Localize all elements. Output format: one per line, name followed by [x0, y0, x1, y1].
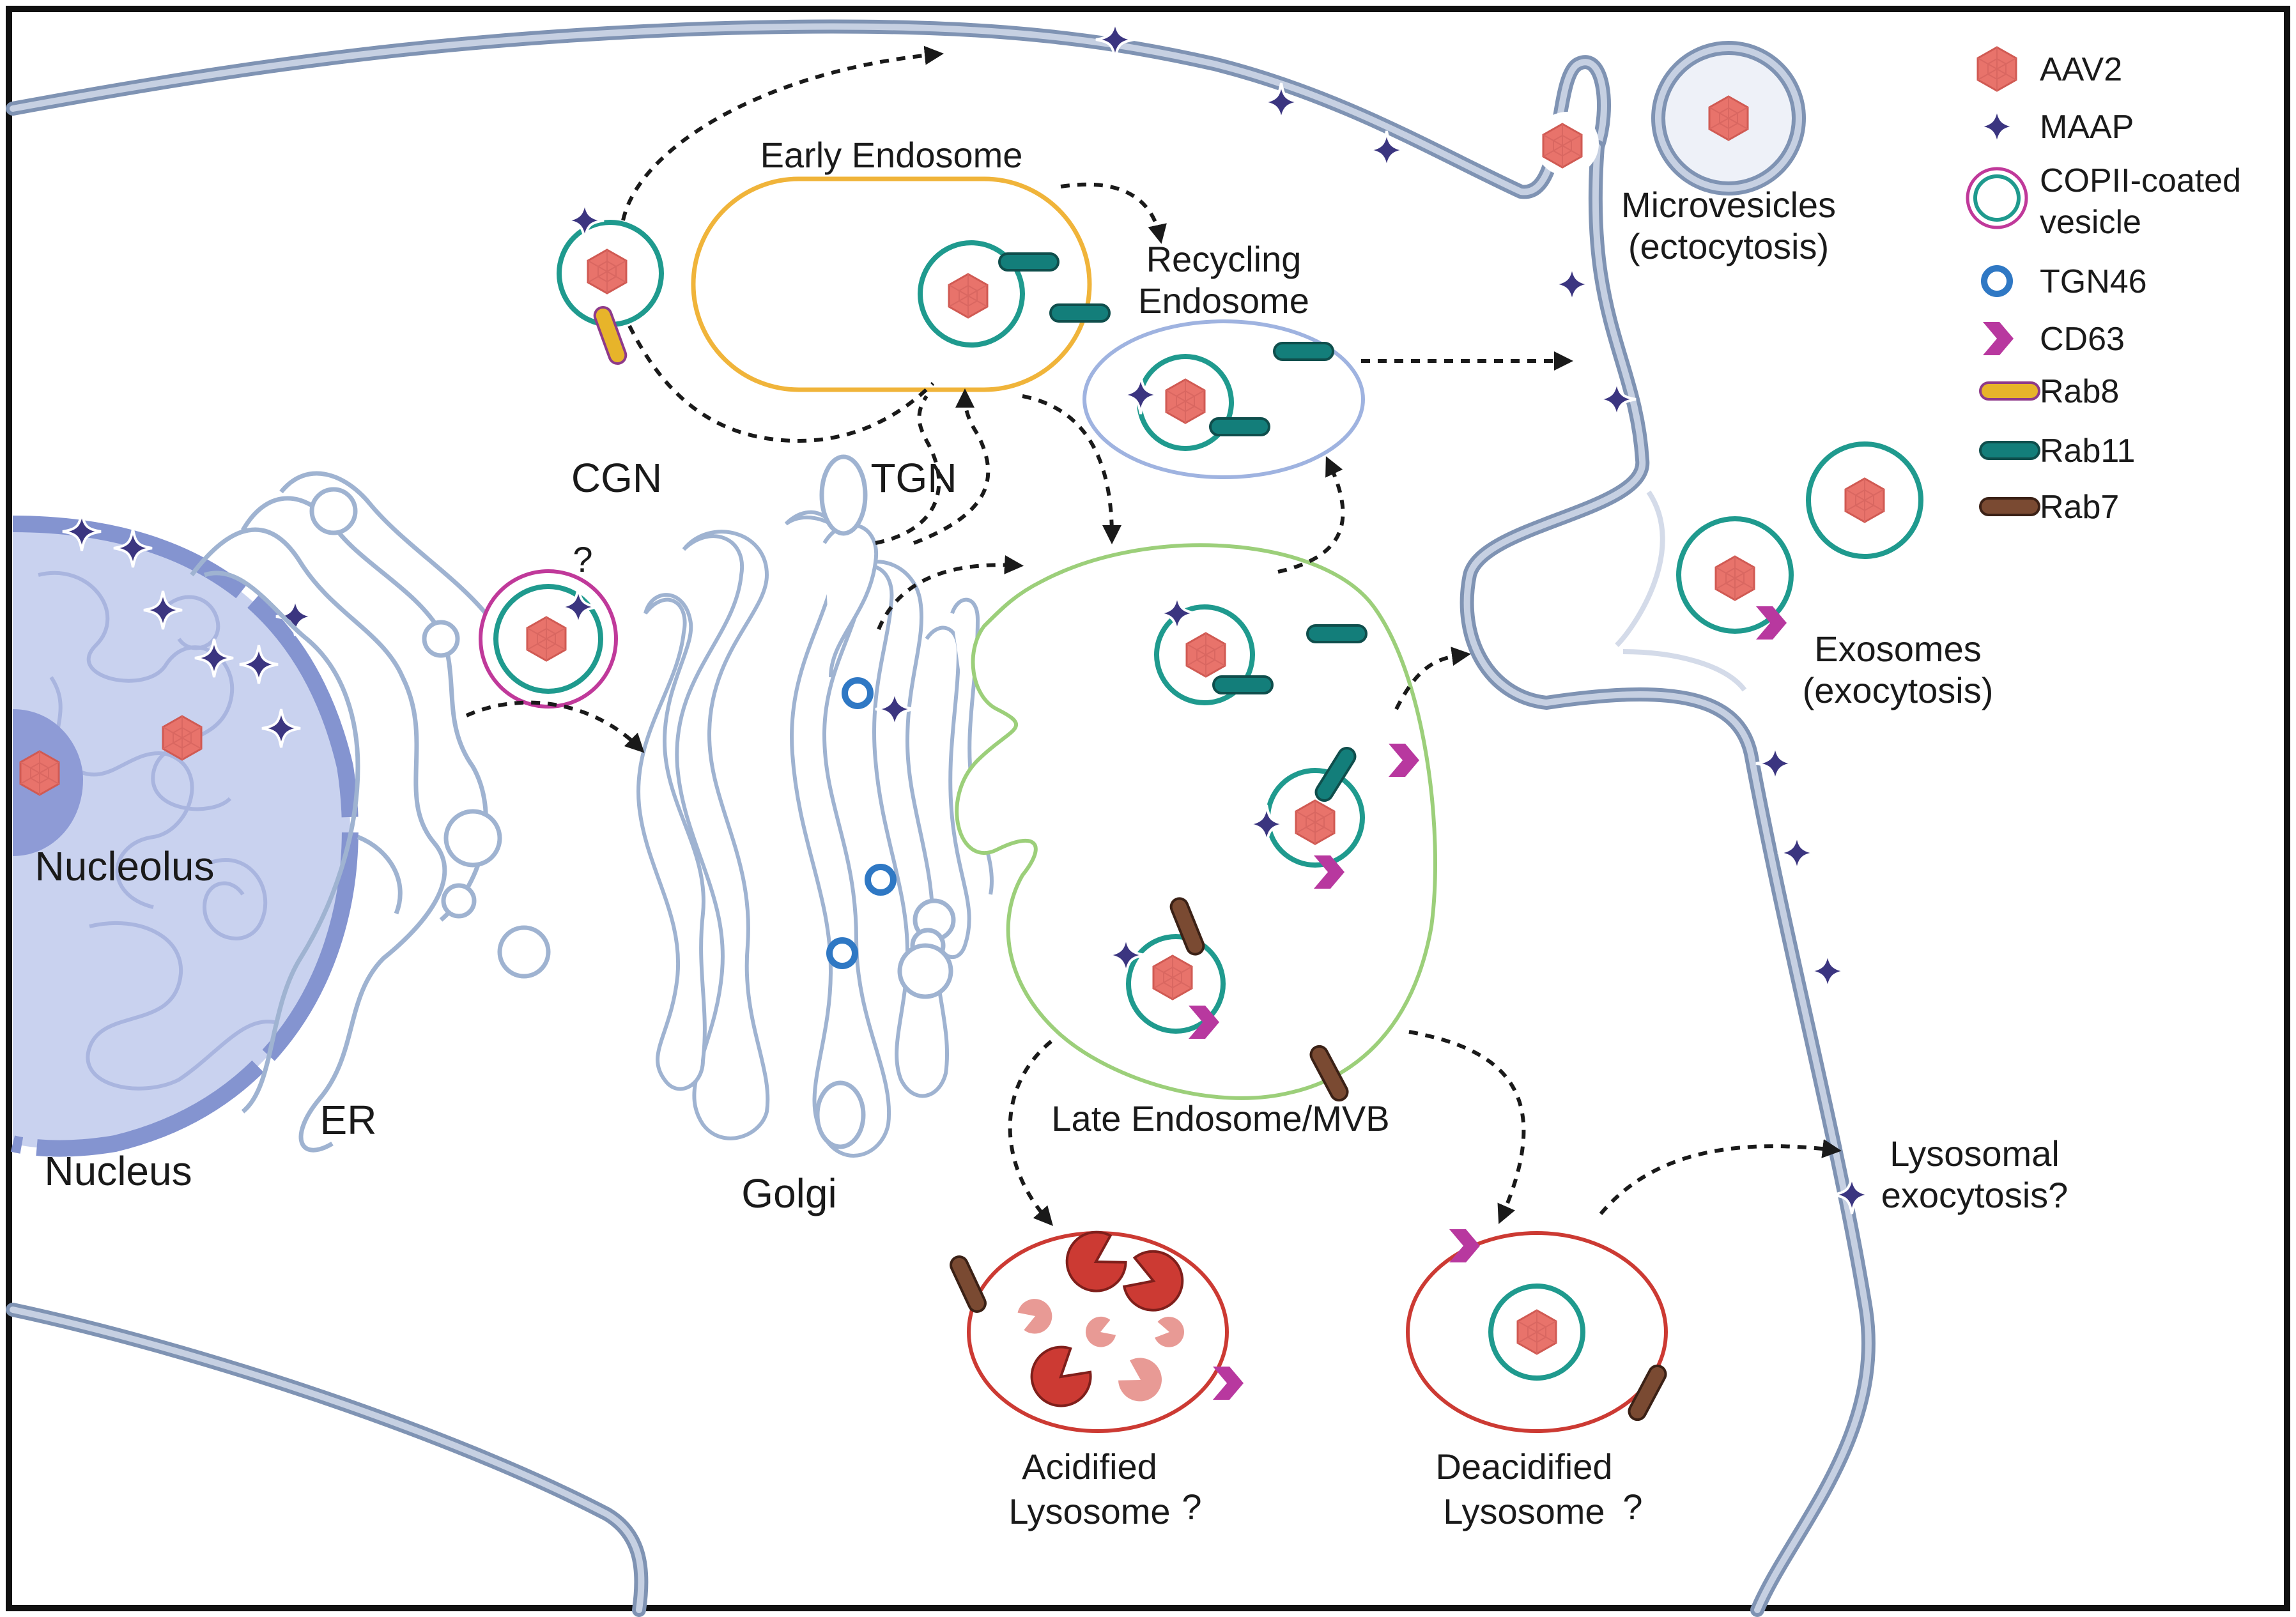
label-recycling-endosome-1: Recycling: [1146, 239, 1302, 279]
legend-copii-label: COPII-coated: [2040, 162, 2241, 199]
frame-border: [6, 6, 2290, 1611]
legend-rab7-icon: [1979, 497, 2040, 516]
label-lysosomal-exocytosis-2: exocytosis?: [1881, 1175, 2069, 1215]
label-nucleolus: Nucleolus: [35, 843, 214, 889]
legend-rab11-icon: [1979, 441, 2040, 460]
label-early-endosome: Early Endosome: [760, 135, 1023, 175]
legend-tgn46-icon: [1984, 268, 2010, 294]
early-endosome: [691, 176, 1111, 392]
ilv-2: [1246, 744, 1365, 889]
plasma-membrane-top: [6, 19, 1611, 199]
label-tgn: TGN: [870, 455, 957, 501]
label-cgn: CGN: [571, 455, 662, 501]
exosome-1: [1806, 441, 1923, 559]
label-deacidified-2: Lysosome: [1443, 1491, 1605, 1531]
exosome-2: [1676, 516, 1794, 640]
legend-cd63-label: CD63: [2040, 321, 2125, 358]
recycling-endosome: [1083, 319, 1365, 479]
label-exosomes-2: (exocytosis): [1803, 670, 1994, 710]
label-microvesicles-2: (ectocytosis): [1628, 226, 1829, 266]
label-lysosomal-exocytosis-1: Lysosomal: [1890, 1133, 2060, 1174]
label-golgi: Golgi: [741, 1170, 836, 1216]
plasma-membrane-right: [1460, 140, 1876, 1617]
legend-copii-label-2: vesicle: [2040, 204, 2141, 241]
legend-tgn46-label: TGN46: [2040, 263, 2147, 300]
legend-cd63-icon: [1983, 322, 2014, 355]
copii-vesicle: [479, 569, 618, 709]
rab8-vesicle: [557, 200, 664, 367]
trafficking-arrows: [465, 45, 1842, 1226]
legend-copii-icon: [1966, 167, 2028, 229]
legend-maap-icon: [1976, 106, 2017, 147]
endoplasmic-reticulum: [190, 471, 551, 1153]
deacidified-lysosome: [1406, 1229, 1668, 1433]
label-acidified-1: Acidified: [1022, 1446, 1157, 1487]
golgi-apparatus: [636, 454, 994, 1158]
label-recycling-endosome-2: Endosome: [1138, 280, 1309, 321]
legend-rab8-label: Rab8: [2040, 373, 2119, 410]
legend-rab11-label: Rab11: [2040, 433, 2135, 470]
legend-aav2-icon: [1976, 46, 2017, 92]
label-nucleus: Nucleus: [44, 1148, 192, 1194]
label-er: ER: [320, 1097, 377, 1143]
plasma-membrane-bottom: [6, 1303, 649, 1617]
legend-rab7-label: Rab7: [2040, 489, 2119, 526]
label-exosomes-1: Exosomes: [1814, 629, 1981, 669]
legend-aav2-label: AAV2: [2040, 51, 2122, 88]
microvesicle: [1651, 41, 1806, 195]
nucleus: [10, 511, 358, 1157]
diagram-labels: Early Endosome Recycling Endosome CGN TG…: [35, 135, 2068, 1531]
label-deacidified-1: Deacidified: [1435, 1446, 1612, 1487]
label-late-endosome: Late Endosome/MVB: [1051, 1098, 1389, 1138]
ilv-3: [1106, 894, 1226, 1039]
ilv-1: [1154, 593, 1274, 705]
acidified-lysosome: [946, 1222, 1244, 1433]
legend-rab8-icon: [1979, 381, 2040, 401]
legend: AAV2 MAAP COPII-coated vesicle TGN46 CD6…: [1966, 46, 2241, 526]
late-endosome-mvb: [955, 543, 1437, 1103]
label-acidified-2: Lysosome: [1008, 1491, 1170, 1531]
legend-maap-label: MAAP: [2040, 109, 2134, 146]
label-deacidified-question: ?: [1622, 1487, 1642, 1527]
label-acidified-question: ?: [1182, 1487, 1201, 1527]
label-microvesicles-1: Microvesicles: [1621, 185, 1836, 225]
label-question-copii: ?: [573, 539, 592, 579]
microvesicle-budding: [1535, 112, 1599, 176]
